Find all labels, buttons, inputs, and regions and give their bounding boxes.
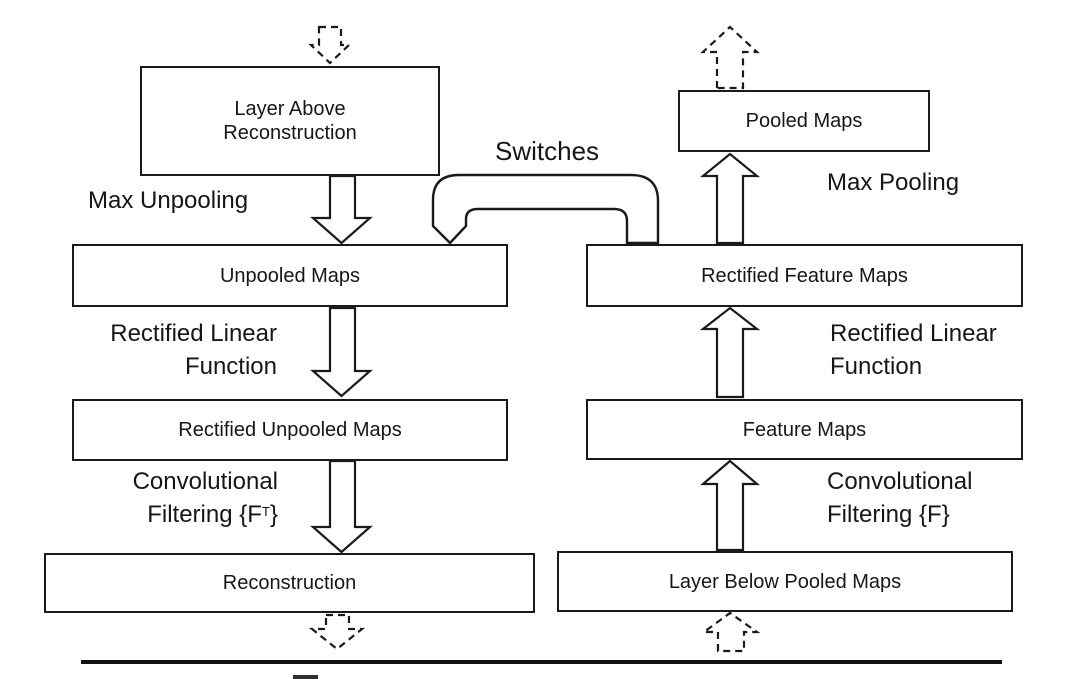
box-unpooled-maps: Unpooled Maps [72,244,508,307]
box-layer-above-reconstruction-line1: Layer Above [234,98,346,120]
filtering-ft-suffix: } [269,501,278,528]
convolutional-filtering-right-arrow [700,459,760,552]
cutoff-text-fragment [293,675,318,679]
label-rectified-linear-right-line1: Rectified Linear [830,320,997,347]
dashed-output-arrow-bottom-left [308,613,366,651]
convolutional-filtering-left-arrow [310,459,373,554]
box-unpooled-maps-label: Unpooled Maps [219,264,361,287]
max-unpooling-arrow [310,174,373,245]
switches-band-arrow [431,173,660,245]
label-convolutional-filtering-left-line2: Filtering {FT} [59,498,278,534]
label-convolutional-filtering-right-line1: Convolutional [827,468,973,495]
label-rectified-linear-right-line2: Function [830,353,923,380]
box-feature-maps-label: Feature Maps [742,418,867,441]
label-convolutional-filtering-left-line1: Convolutional [132,468,278,495]
bottom-rule [81,660,1002,664]
box-reconstruction: Reconstruction [44,553,535,613]
box-reconstruction-label: Reconstruction [222,572,357,594]
dashed-output-arrow-top-right [700,25,760,90]
box-rectified-feature-maps: Rectified Feature Maps [586,244,1023,307]
label-rectified-linear-left-line1: Rectified Linear [110,320,277,347]
box-layer-below-pooled-maps: Layer Below Pooled Maps [557,551,1013,612]
label-switches: Switches [495,136,600,166]
rectified-linear-right-arrow [699,306,761,399]
box-rectified-feature-maps-label: Rectified Feature Maps [701,264,908,287]
box-layer-above-reconstruction-line2: Reconstruction [223,122,357,144]
label-convolutional-filtering-right: Convolutional Filtering {F} [827,465,972,531]
label-rectified-linear-right: Rectified Linear Function [830,317,997,383]
label-convolutional-filtering-right-line2: Filtering {F} [827,501,950,528]
box-rectified-unpooled-maps: Rectified Unpooled Maps [72,399,508,461]
filtering-ft-superscript: T [261,504,270,520]
box-rectified-unpooled-maps-label: Rectified Unpooled Maps [178,419,402,441]
box-feature-maps: Feature Maps [586,399,1023,460]
dashed-input-arrow-bottom-right [700,611,761,653]
label-rectified-linear-left-line2: Function [184,353,277,380]
box-layer-above-reconstruction: Layer Above Reconstruction [140,66,440,176]
label-max-pooling: Max Pooling [827,169,960,196]
label-rectified-linear-left: Rectified Linear Function [59,317,277,383]
dashed-input-arrow-top-left [308,25,352,65]
rectified-linear-left-arrow [310,306,373,398]
label-convolutional-filtering-left: Convolutional Filtering {FT} [59,465,278,534]
filtering-ft-prefix: Filtering {F [147,501,262,528]
label-max-unpooling: Max Unpooling [88,187,249,214]
box-layer-below-pooled-maps-label: Layer Below Pooled Maps [668,570,902,593]
box-pooled-maps-label: Pooled Maps [745,110,863,132]
box-pooled-maps: Pooled Maps [678,90,930,152]
max-pooling-arrow [699,152,761,245]
